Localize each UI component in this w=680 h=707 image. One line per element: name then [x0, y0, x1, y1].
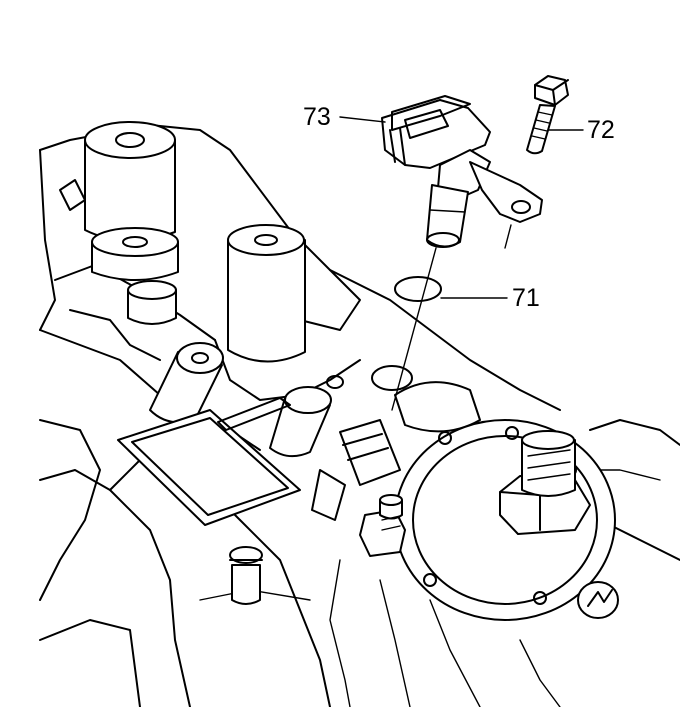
rectangular-cover — [117, 397, 301, 526]
leader-73 — [339, 116, 386, 123]
stud-fitting — [359, 494, 406, 557]
boss-large-left — [84, 121, 176, 242]
callout-71: 71 — [512, 284, 540, 312]
callout-73: 73 — [303, 103, 331, 131]
boss-diagonal-left — [149, 342, 224, 424]
boss-short-center — [269, 386, 332, 458]
sensor-bore-bracket — [311, 381, 481, 521]
mounting-bolt — [504, 75, 569, 249]
o-ring — [394, 276, 442, 302]
round-cover — [394, 419, 616, 621]
position-sensor — [381, 95, 543, 248]
assembly-axis-line — [391, 247, 437, 411]
round-plug-right — [577, 581, 619, 619]
boss-tall-center — [227, 224, 306, 363]
boss-mid-left — [91, 227, 179, 281]
boss-small-left — [127, 280, 177, 325]
pipe-fitting — [229, 546, 263, 605]
leader-lines — [339, 116, 584, 299]
callout-72: 72 — [587, 116, 615, 144]
